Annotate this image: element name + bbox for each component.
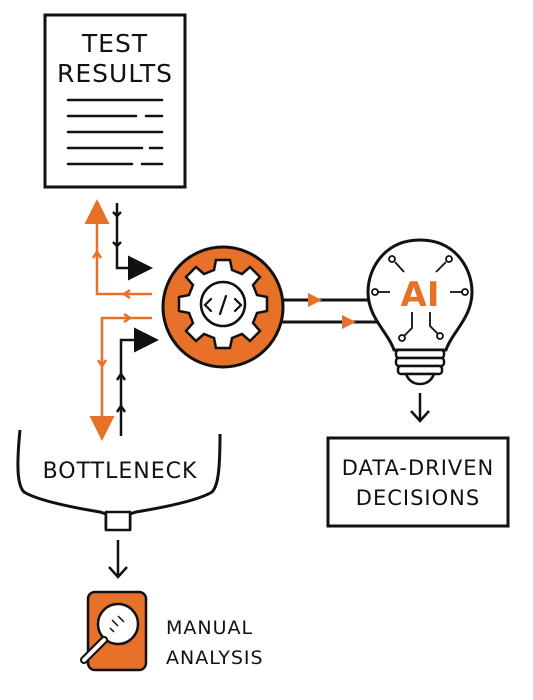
decisions-line2: DECISIONS [356, 486, 480, 510]
decisions-line1: DATA-DRIVEN [342, 456, 495, 480]
ai-to-decisions-arrow [410, 393, 430, 423]
bottleneck-to-gear-arrow [115, 327, 159, 436]
gear-to-bottleneck-arrow [89, 312, 152, 441]
document-lines-icon [66, 98, 164, 166]
bulb-base [394, 348, 446, 386]
document-title-line2: RESULTS [57, 59, 173, 88]
magnifier-icon [80, 590, 148, 672]
data-driven-decisions-box: DATA-DRIVEN DECISIONS [326, 436, 510, 528]
test-results-document: TEST RESULTS [43, 13, 187, 189]
manual-analysis-line2: ANALYSIS [166, 647, 264, 669]
funnel-spout [104, 510, 132, 532]
bottleneck-funnel: BOTTLENECK [16, 429, 222, 532]
doc-to-gear-arrow [112, 203, 153, 281]
ai-lightbulb-icon: AI [366, 238, 474, 386]
gear-to-doc-arrow [84, 199, 152, 300]
bottleneck-to-manual-arrow [108, 540, 128, 579]
bottleneck-label: BOTTLENECK [43, 459, 198, 484]
document-title-line1: TEST [81, 29, 148, 58]
code-brackets-icon [203, 294, 243, 316]
circuit-lines-icon [371, 255, 469, 342]
gear-code-icon [161, 245, 285, 369]
manual-analysis-line1: MANUAL [166, 617, 253, 639]
ai-label: AI [401, 275, 440, 315]
